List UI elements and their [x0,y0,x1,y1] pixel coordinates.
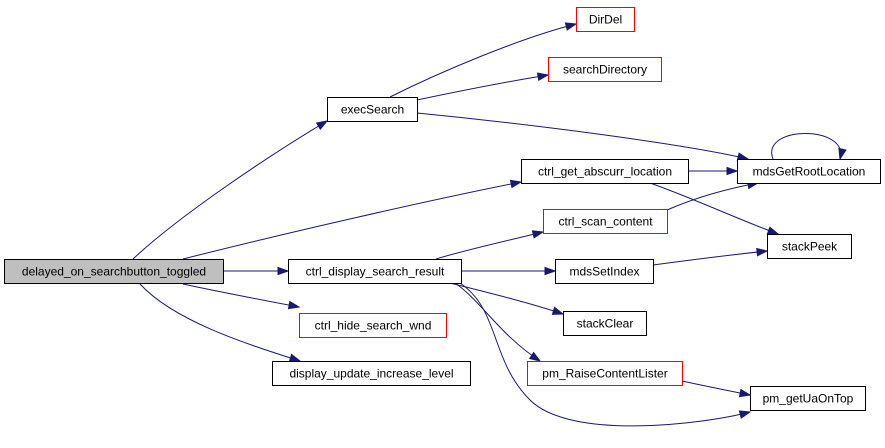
edge-arrowhead [536,72,550,81]
edge-arrowhead [738,388,752,398]
node-delayed_on_searchbutton_toggled: delayed_on_searchbutton_toggled [4,259,224,284]
edge-delayed_on_searchbutton_toggled-to-execSearch [132,120,329,260]
edge-arrowhead [726,166,739,176]
node-display_update_increase_level[interactable]: display_update_increase_level [272,361,471,386]
edges-layer [132,22,847,427]
edge-arrowhead [738,410,752,419]
node-stackClear[interactable]: stackClear [563,311,647,336]
edge-ctrl_display_search_result-to-stackClear [449,282,565,315]
node-label: mdsSetIndex [569,265,639,279]
edge-line [454,282,541,362]
edge-arrowhead [756,247,769,257]
edge-line [139,283,301,362]
edge-ctrl_display_search_result-to-mdsSetIndex [461,266,557,276]
node-ctrl_hide_search_wnd[interactable]: ctrl_hide_search_wnd [299,313,447,338]
node-box [327,97,418,122]
node-ctrl_display_search_result[interactable]: ctrl_display_search_result [288,259,462,284]
node-label: pm_RaiseContentLister [542,367,667,381]
edge-line [435,231,544,260]
edge-arrowhead [564,22,578,31]
edge-line [416,74,549,101]
edge-line [182,181,522,260]
edge-ctrl_scan_content-to-mdsGetRootLocation [666,180,760,211]
edge-mdsSetIndex-to-stackPeek [652,247,769,266]
node-label: DirDel [589,13,622,27]
node-searchDirectory[interactable]: searchDirectory [548,57,662,82]
edge-ctrl_display_search_result-to-pm_RaiseContentLister [454,282,542,362]
node-box [548,57,662,82]
edge-execSearch-to-DirDel [389,22,578,98]
edge-arrowhead [288,353,302,362]
node-label: display_update_increase_level [289,367,453,381]
node-label: pm_getUaOnTop [763,392,854,406]
node-label: stackPeek [782,240,838,254]
node-box [527,361,683,386]
node-pm_RaiseContentLister[interactable]: pm_RaiseContentLister [527,361,683,386]
edge-pm_RaiseContentLister-to-pm_getUaOnTop [681,380,752,398]
node-ctrl_get_abscurr_location[interactable]: ctrl_get_abscurr_location [521,159,689,184]
edge-line [132,120,328,260]
edge-delayed_on_searchbutton_toggled-to-ctrl_display_search_result [223,266,290,276]
edge-arrowhead [544,266,557,276]
node-label: execSearch [341,103,404,117]
node-label: ctrl_get_abscurr_location [538,165,672,179]
node-box [555,259,654,284]
edge-arrowhead [315,120,329,131]
node-label: ctrl_scan_content [558,215,653,229]
node-box [576,7,635,32]
edge-arrowhead [287,300,301,310]
node-box [767,234,852,259]
node-DirDel[interactable]: DirDel [576,7,635,32]
edge-line [449,282,564,315]
node-stackPeek[interactable]: stackPeek [767,234,852,259]
edge-ctrl_display_search_result-to-pm_getUaOnTop [459,282,752,427]
node-mdsGetRootLocation[interactable]: mdsGetRootLocation [737,159,881,184]
edge-arrowhead [509,179,523,189]
edge-line [649,182,779,235]
node-label: delayed_on_searchbutton_toggled [22,265,206,279]
edge-delayed_on_searchbutton_toggled-to-ctrl_hide_search_wnd [182,283,301,310]
edge-mdsGetRootLocation-to-mdsGetRootLocation [771,133,847,161]
node-box [521,159,689,184]
edge-line [389,23,577,98]
node-label: searchDirectory [563,63,647,77]
edge-arrowhead [277,266,290,276]
edge-execSearch-to-mdsGetRootLocation [416,112,750,161]
edge-line [771,133,842,160]
node-box [737,159,881,184]
node-label: mdsGetRootLocation [753,165,866,179]
edge-ctrl_display_search_result-to-ctrl_scan_content [435,230,545,260]
node-pm_getUaOnTop[interactable]: pm_getUaOnTop [750,386,866,411]
node-box [4,259,224,284]
node-box [288,259,462,284]
node-label: ctrl_display_search_result [306,265,445,279]
node-box [299,313,447,338]
edge-arrowhead [551,306,565,315]
edge-line [652,250,768,266]
edge-ctrl_get_abscurr_location-to-mdsGetRootLocation [688,166,739,176]
node-label: ctrl_hide_search_wnd [315,319,432,333]
edge-delayed_on_searchbutton_toggled-to-ctrl_get_abscurr_location [182,179,523,260]
node-ctrl_scan_content[interactable]: ctrl_scan_content [543,209,668,234]
edge-line [459,282,751,427]
node-label: stackClear [577,317,634,331]
edge-execSearch-to-searchDirectory [416,72,550,101]
node-mdsSetIndex[interactable]: mdsSetIndex [555,259,654,284]
node-box [272,361,471,386]
node-execSearch[interactable]: execSearch [327,97,418,122]
node-box [543,209,668,234]
node-box [563,311,647,336]
edge-ctrl_get_abscurr_location-to-stackPeek [649,182,780,235]
node-box [750,386,866,411]
edge-arrowhead [531,230,545,239]
edge-arrowhead [528,351,542,362]
nodes-layer: delayed_on_searchbutton_toggled execSearc… [4,7,881,411]
edge-arrowhead [838,147,847,161]
edge-line [416,112,749,160]
edge-line [666,182,759,211]
edge-arrowhead [766,226,780,235]
edge-delayed_on_searchbutton_toggled-to-display_update_increase_level [139,283,302,362]
edge-line [182,283,300,308]
